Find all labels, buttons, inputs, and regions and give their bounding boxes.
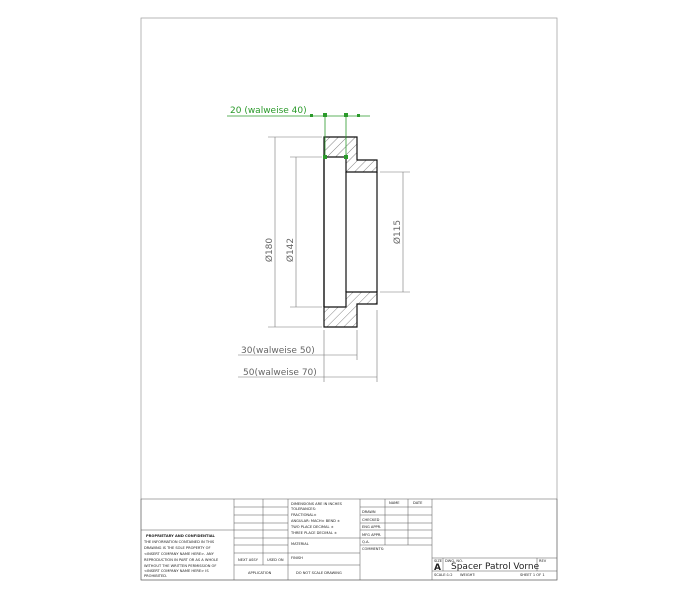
material-label: MATERIAL <box>291 542 309 546</box>
tolerance-line: FRACTIONAL± <box>291 513 317 517</box>
dim-20-label: 20 (walweise 40) <box>230 106 307 116</box>
dim-30-label: 30(walweise 50) <box>241 346 315 356</box>
tolerance-line: TOLERANCES: <box>290 507 316 511</box>
scale-label: SCALE:1:2 <box>434 573 453 577</box>
size-label: SIZE <box>434 559 443 563</box>
weight-label: WEIGHT: <box>460 573 475 577</box>
date-header: DATE <box>413 501 423 505</box>
proprietary-line: <INSERT COMPANY NAME HERE>. ANY <box>144 552 215 556</box>
next-assy-label: NEXT ASSY <box>238 558 259 562</box>
name-header: NAME <box>389 501 400 505</box>
proprietary-line: PROHIBITED. <box>144 574 167 578</box>
proprietary-title: PROPRIETARY AND CONFIDENTIAL <box>146 534 216 538</box>
tolerance-line: THREE PLACE DECIMAL ± <box>290 531 337 535</box>
application-label: APPLICATION <box>248 571 272 575</box>
part-section-view[interactable] <box>323 136 378 328</box>
tolerance-line: ANGULAR: MACH± BEND ± <box>291 519 340 523</box>
proprietary-line: WITHOUT THE WRITTEN PERMISSION OF <box>144 564 216 568</box>
title-block-grid <box>140 498 558 581</box>
used-on-label: USED ON <box>267 558 284 562</box>
proprietary-line: <INSERT COMPANY NAME HERE> IS <box>144 569 209 573</box>
dim-180-lines <box>238 136 410 382</box>
tolerance-line: TWO PLACE DECIMAL ± <box>290 525 334 529</box>
selected-dimension[interactable]: 20 (walweise 40) <box>227 106 370 159</box>
finish-label: FINISH <box>291 556 303 560</box>
eng-appr-label: ENG APPR. <box>362 525 381 529</box>
dim-115-label: Ø115 <box>392 220 403 244</box>
do-not-scale-label: DO NOT SCALE DRAWING <box>296 571 342 575</box>
rev-label: REV <box>539 559 547 563</box>
dim-180-label: Ø180 <box>264 238 275 263</box>
proprietary-line: REPRODUCTION IN PART OR AS A WHOLE <box>144 558 219 562</box>
size-value: A <box>434 563 441 573</box>
checked-label: CHECKED <box>362 518 380 522</box>
proprietary-line: THE INFORMATION CONTAINED IN THIS <box>143 540 215 544</box>
tolerance-line: DIMENSIONS ARE IN INCHES <box>291 502 343 506</box>
dwg-no-label: DWG. NO. <box>445 559 463 563</box>
drawn-label: DRAWN <box>362 510 376 514</box>
dim-50-label: 50(walweise 70) <box>243 368 317 378</box>
mfg-appr-label: MFG APPR. <box>362 533 381 537</box>
sheet-label: SHEET 1 OF 1 <box>520 573 545 577</box>
qa-label: Q.A. <box>362 540 370 544</box>
dim-142-label: Ø142 <box>285 238 296 262</box>
proprietary-line: DRAWING IS THE SOLE PROPERTY OF <box>144 546 211 550</box>
comments-label: COMMENTS: <box>362 547 384 551</box>
drawing-title: Spacer Patrol Vorne <box>451 562 540 572</box>
